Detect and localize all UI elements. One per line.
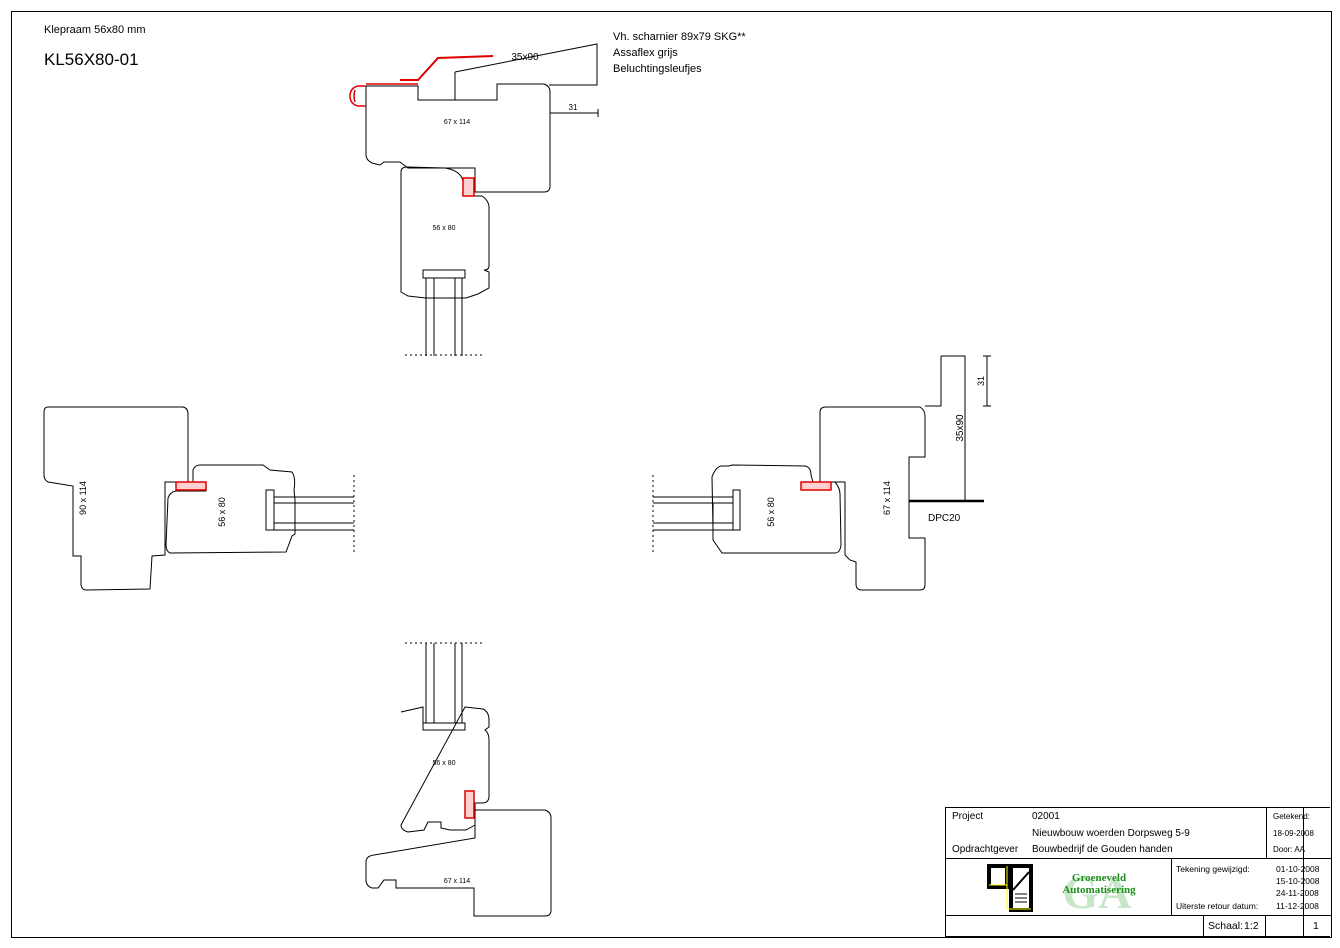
section-right: [652, 355, 991, 591]
logo-name-line1: Groeneveld: [1071, 872, 1127, 884]
top-sash-outline: [400, 166, 490, 299]
drawn-date: 18-09-2008: [1273, 829, 1314, 838]
top-weatherboard: [454, 43, 598, 100]
logo-name-line2: Automatisering: [1062, 884, 1136, 896]
bottom-frame-label: 67 x 114: [444, 878, 470, 885]
right-frame-outline: [819, 406, 926, 591]
client-label: Opdrachtgever: [952, 844, 1019, 855]
svg-text:GA: GA: [1063, 867, 1132, 912]
left-seal-red: [175, 481, 207, 491]
top-frame-label: 67 x 114: [444, 119, 470, 126]
right-sash-outline: [711, 464, 842, 554]
project-number: 02001: [1032, 811, 1060, 822]
scale-label: Schaal:: [1208, 920, 1244, 932]
sheet-number: 1: [1313, 920, 1319, 932]
top-dim-label: 31: [569, 103, 578, 112]
scale-value: 1:2: [1244, 920, 1259, 932]
logo-mark-icon: GA: [987, 864, 1132, 918]
bottom-glazing-bead: [422, 722, 466, 731]
title-block: Project 02001 Nieuwbouw woerden Dorpsweg…: [945, 807, 1331, 938]
return-date: 11-12-2008: [1276, 901, 1319, 911]
return-label: Uiterste retour datum:: [1176, 901, 1259, 911]
right-sill-board: [925, 355, 966, 501]
right-seal-red: [800, 481, 832, 491]
bottom-frame-outline: [365, 809, 552, 917]
drawing-subtitle: Klepraam 56x80 mm: [44, 24, 146, 36]
top-sill-label: 35x90: [511, 52, 539, 63]
section-top: [365, 43, 599, 356]
top-frame-outline: [365, 83, 551, 193]
sheet-border: [11, 11, 1332, 938]
drawn-by: Door: AA: [1273, 845, 1306, 854]
note-finish: Assaflex grijs: [613, 47, 678, 59]
client-name: Bouwbedrijf de Gouden handen: [1032, 844, 1173, 855]
changed-date-2: 15-10-2008: [1276, 876, 1320, 886]
right-frame-label: 67 x 114: [882, 481, 892, 515]
project-name: Nieuwbouw woerden Dorpsweg 5-9: [1032, 828, 1190, 839]
right-dim-label: 31: [976, 376, 986, 386]
note-ventilation: Beluchtingsleufjes: [613, 63, 702, 75]
drawing-code: KL56X80-01: [44, 50, 139, 69]
left-frame-outline: [43, 406, 189, 591]
right-dpc-label: DPC20: [928, 513, 961, 524]
left-sash-outline: [165, 464, 296, 554]
note-hinge: Vh. scharnier 89x79 SKG**: [613, 31, 746, 43]
right-glazing-bead: [732, 489, 741, 531]
top-hinge-red: [349, 55, 494, 197]
left-frame-label: 90 x 114: [78, 481, 88, 515]
section-left: [43, 406, 355, 591]
project-label: Project: [952, 811, 984, 822]
bottom-sash-label: 56 x 80: [433, 760, 456, 767]
drawn-label: Getekend:: [1273, 812, 1310, 821]
section-bottom: [365, 642, 552, 917]
changed-label: Tekening gewijzigd:: [1176, 864, 1250, 874]
left-sash-label: 56 x 80: [217, 497, 227, 527]
bottom-seal-red: [464, 790, 475, 819]
changed-date-1: 01-10-2008: [1276, 864, 1320, 874]
top-sash-label: 56 x 80: [433, 225, 456, 232]
left-glazing-bead: [265, 489, 275, 531]
bottom-sash-outline: [400, 706, 490, 833]
top-glazing-bead: [422, 269, 466, 279]
right-sash-label: 56 x 80: [766, 497, 776, 527]
changed-date-3: 24-11-2008: [1276, 888, 1319, 898]
right-sill-label: 35x90: [955, 414, 966, 442]
company-logo: GA Groeneveld Automatisering: [987, 864, 1157, 918]
